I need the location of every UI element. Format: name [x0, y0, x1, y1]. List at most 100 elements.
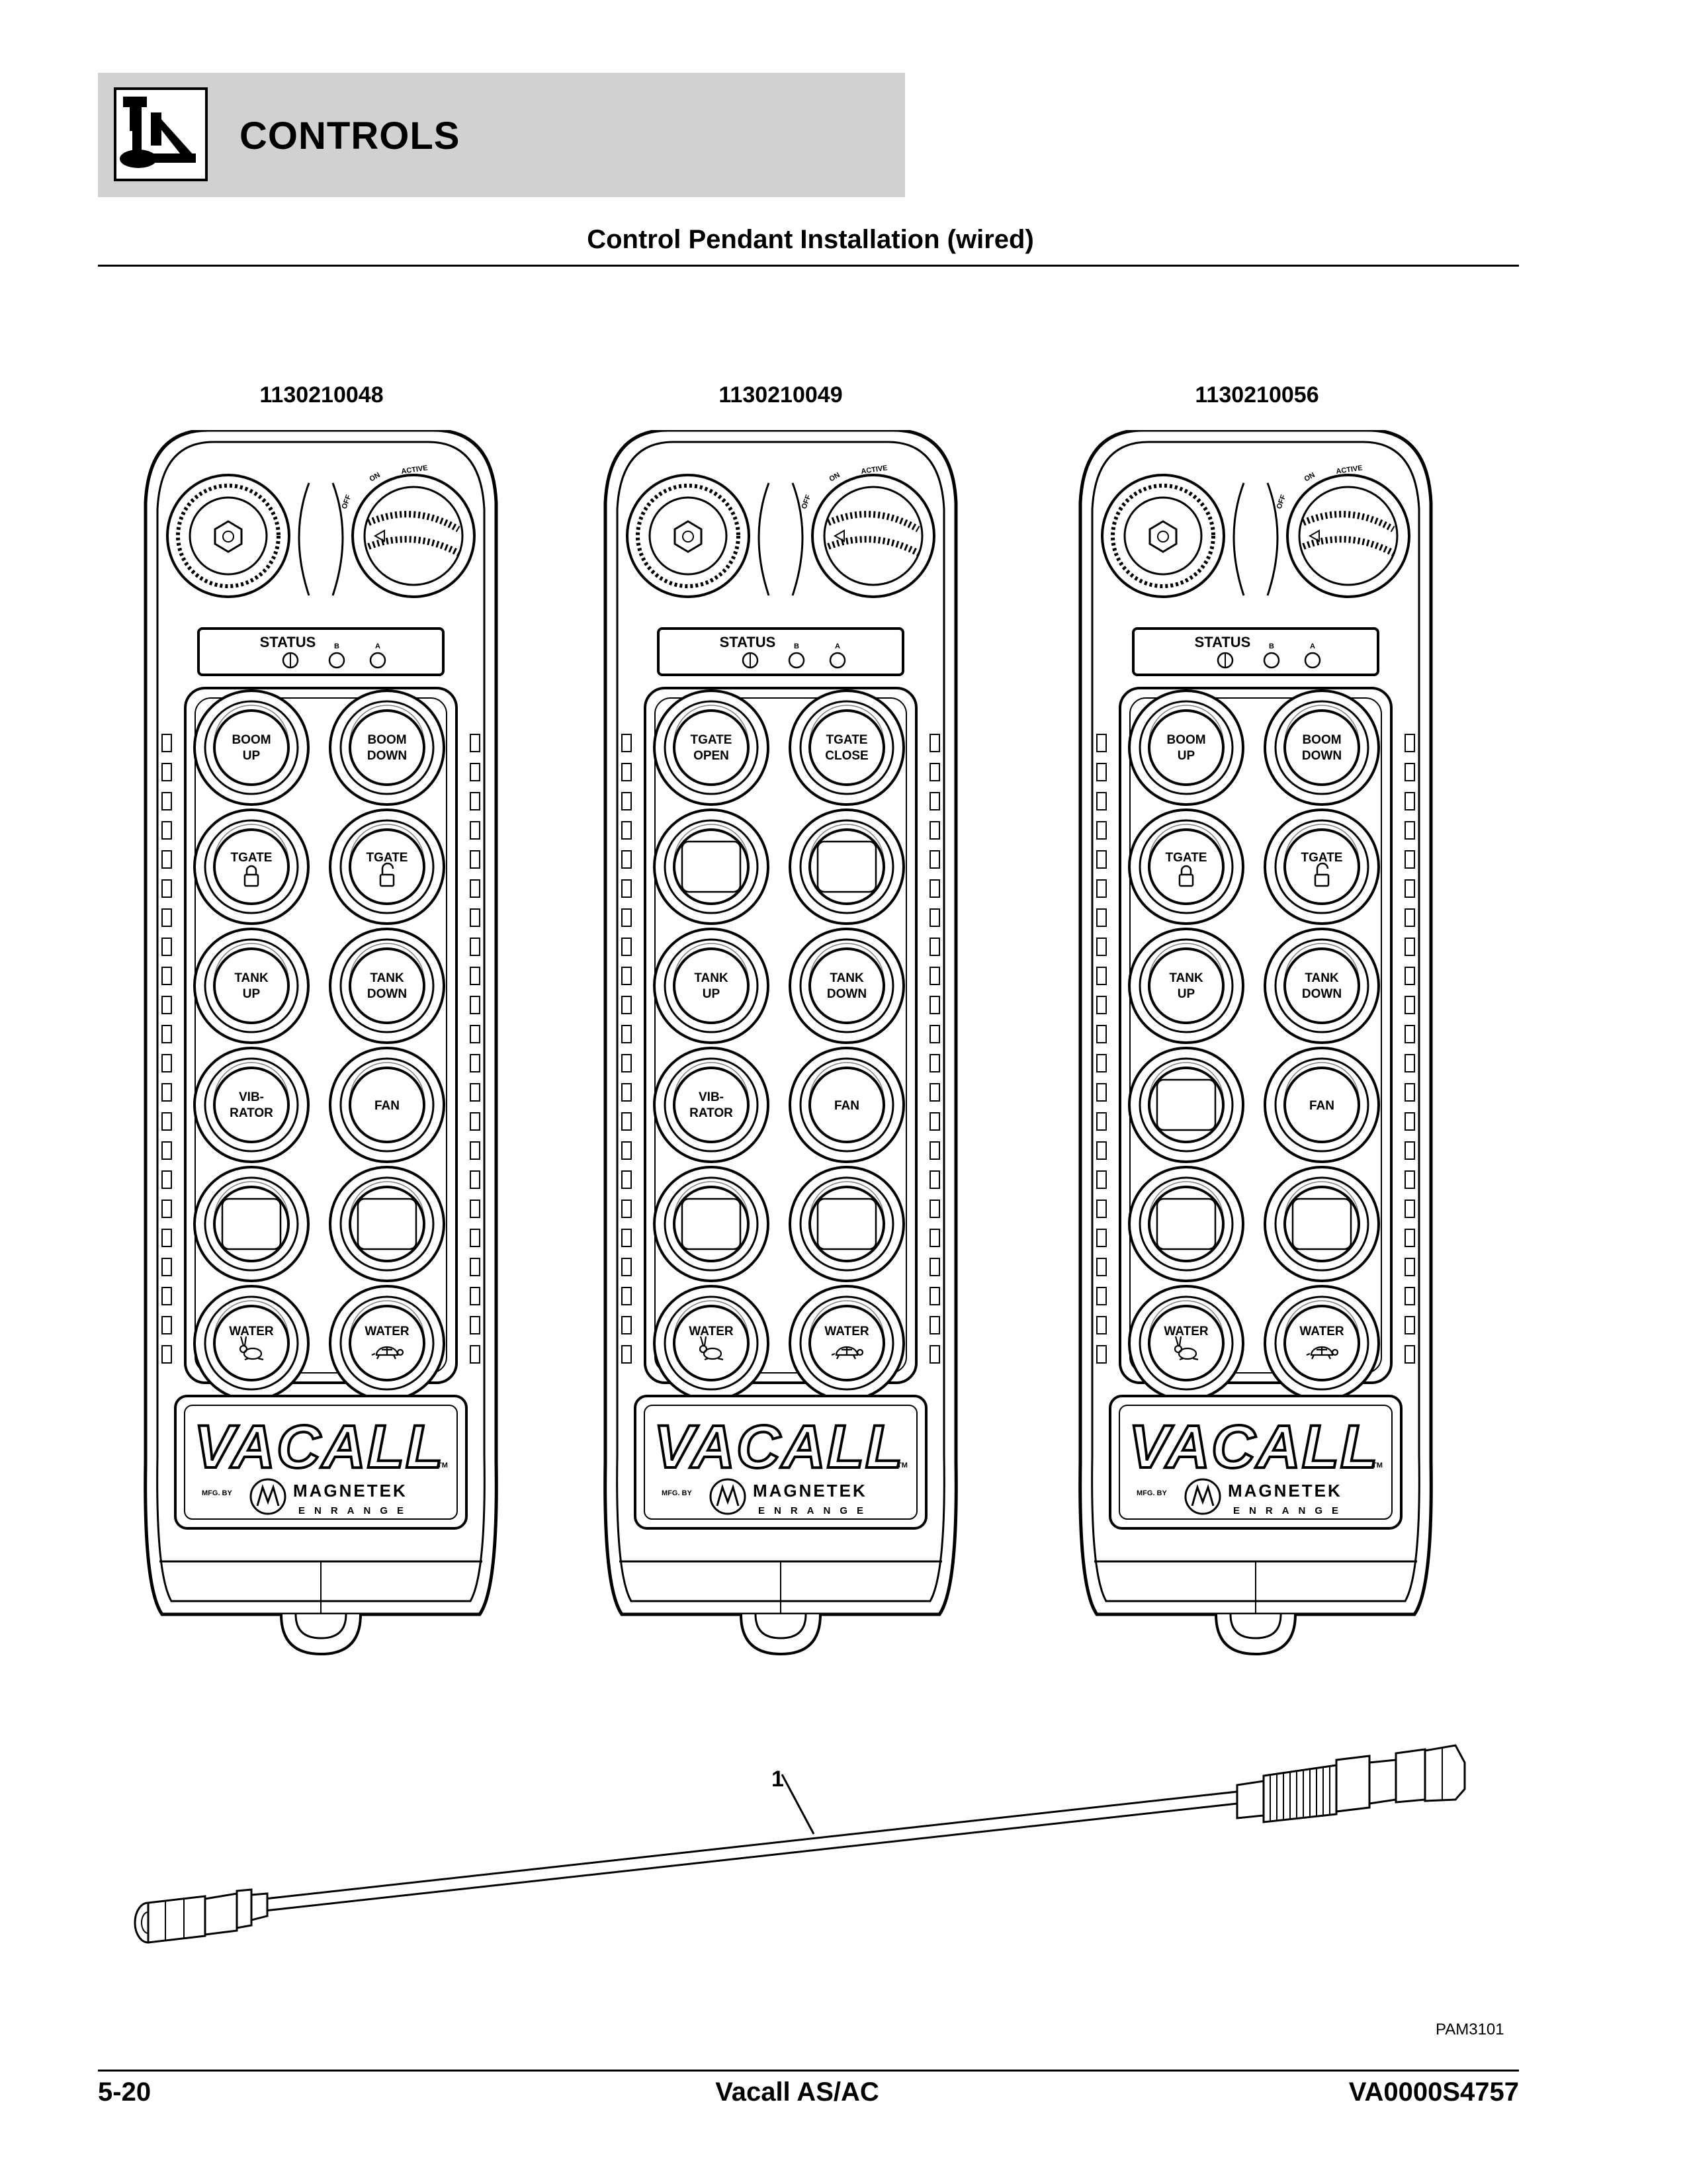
button-label: BOOM — [232, 733, 271, 747]
footer-rule — [98, 2070, 1519, 2072]
button-label: UP — [703, 987, 720, 1001]
magnetek-logo-icon — [709, 1478, 746, 1515]
status-panel — [197, 627, 445, 676]
pendant-button[interactable]: VIB-RATOR — [193, 1047, 310, 1163]
pendant-button[interactable] — [329, 1166, 445, 1282]
status-label: STATUS — [720, 634, 776, 650]
brand-logo: VACALL — [194, 1413, 444, 1481]
page-title: Control Pendant Installation (wired) — [587, 225, 1034, 254]
button-label: TGATE — [1301, 851, 1343, 865]
button-label: UP — [1178, 987, 1195, 1001]
turtle-icon — [831, 1346, 864, 1360]
status-b-led-icon — [788, 652, 805, 669]
status-b-label: B — [794, 642, 799, 650]
button-label: RATOR — [689, 1106, 733, 1120]
brand-sub: ENRANGE — [1233, 1505, 1348, 1516]
button-label: TGATE — [1166, 851, 1207, 865]
button-label: TANK — [1169, 971, 1203, 985]
magnetek-logo-icon — [249, 1478, 286, 1515]
pendant-button[interactable] — [1128, 1047, 1244, 1163]
pendant-button[interactable]: TANK UP — [1128, 928, 1244, 1044]
status-a-led-icon — [829, 652, 846, 669]
button-label: TANK — [830, 971, 864, 985]
status-a-led-icon — [1304, 652, 1321, 669]
switch-label-active: ACTIVE — [861, 464, 888, 475]
pendant-button[interactable] — [1264, 1166, 1380, 1282]
pendant-button[interactable]: WATER — [653, 1285, 769, 1401]
left-connector-icon — [134, 1888, 269, 1944]
button-label: DOWN — [1302, 749, 1342, 763]
brand-plate — [634, 1395, 928, 1530]
right-connector-icon — [1236, 1744, 1466, 1823]
section-title: CONTROLS — [239, 114, 460, 157]
rabbit-icon — [699, 1336, 724, 1361]
button-label: DOWN — [1302, 987, 1342, 1001]
title-rule — [98, 265, 1519, 267]
pendant-button[interactable]: WATER — [1264, 1285, 1380, 1401]
lock-icon — [243, 865, 259, 887]
pendant-button[interactable] — [789, 1166, 905, 1282]
turtle-icon — [1306, 1346, 1339, 1360]
pendant-button[interactable]: VIB-RATOR — [653, 1047, 769, 1163]
button-label: DOWN — [827, 987, 867, 1001]
rotary-knob-icon — [626, 474, 750, 598]
model-name: Vacall AS/AC — [715, 2077, 879, 2107]
button-label: TGATE — [231, 851, 273, 865]
brand-tm: TM — [437, 1462, 448, 1469]
pendant-button[interactable]: TANK DOWN — [789, 928, 905, 1044]
brand-tm: TM — [1372, 1462, 1383, 1469]
button-label: BOOM — [1166, 733, 1205, 747]
button-label: BOOM — [367, 733, 406, 747]
part-number-label: 1130210056 — [1195, 382, 1319, 408]
pendant-button[interactable]: WATER — [1128, 1285, 1244, 1401]
magnetek-logo-icon — [1184, 1478, 1221, 1515]
pendant-button[interactable]: TGATE — [1264, 808, 1380, 925]
button-label: FAN — [374, 1099, 400, 1113]
operator-controls-icon — [114, 87, 208, 181]
button-label: DOWN — [367, 749, 407, 763]
button-label: TANK — [1305, 971, 1339, 985]
brand-maker: MAGNETEK — [1228, 1481, 1342, 1501]
pendant-button[interactable]: FAN — [329, 1047, 445, 1163]
button-label: TANK — [370, 971, 404, 985]
lock-icon — [1178, 865, 1194, 887]
button-label: TGATE — [826, 733, 868, 747]
pendant-button[interactable] — [193, 1166, 310, 1282]
button-label: BOOM — [1302, 733, 1341, 747]
pendant-button[interactable]: WATER — [789, 1285, 905, 1401]
status-a-led-icon — [369, 652, 386, 669]
pendant-button[interactable] — [653, 1166, 769, 1282]
pendant-button[interactable]: WATER — [329, 1285, 445, 1401]
pendant-button[interactable]: TANK DOWN — [1264, 928, 1380, 1044]
pendant-button[interactable]: BOOM DOWN — [329, 689, 445, 806]
button-label: FAN — [1309, 1099, 1334, 1113]
pendant-button[interactable] — [1128, 1166, 1244, 1282]
brand-sub: ENRANGE — [758, 1505, 873, 1516]
status-b-led-icon — [1263, 652, 1280, 669]
button-label: WATER — [689, 1325, 733, 1338]
pendant-button[interactable]: TGATE — [1128, 808, 1244, 925]
brand-mfg: MFG. BY — [202, 1489, 232, 1497]
brand-mfg: MFG. BY — [662, 1489, 692, 1497]
button-label: UP — [243, 987, 261, 1001]
pendant-button[interactable]: FAN — [789, 1047, 905, 1163]
status-b-label: B — [1269, 642, 1274, 650]
brand-sub: ENRANGE — [298, 1505, 413, 1516]
pendant-button[interactable]: BOOM DOWN — [1264, 689, 1380, 806]
pendant-button[interactable] — [789, 808, 905, 925]
pendant-button[interactable]: FAN — [1264, 1047, 1380, 1163]
pendant-button[interactable] — [653, 808, 769, 925]
section-header-band: CONTROLS — [98, 73, 905, 197]
pendant-button[interactable]: TGATE — [193, 808, 310, 925]
pendant-button[interactable]: WATER — [193, 1285, 310, 1401]
pendant-button[interactable]: TGATE — [329, 808, 445, 925]
part-number-label: 1130210048 — [259, 382, 384, 408]
